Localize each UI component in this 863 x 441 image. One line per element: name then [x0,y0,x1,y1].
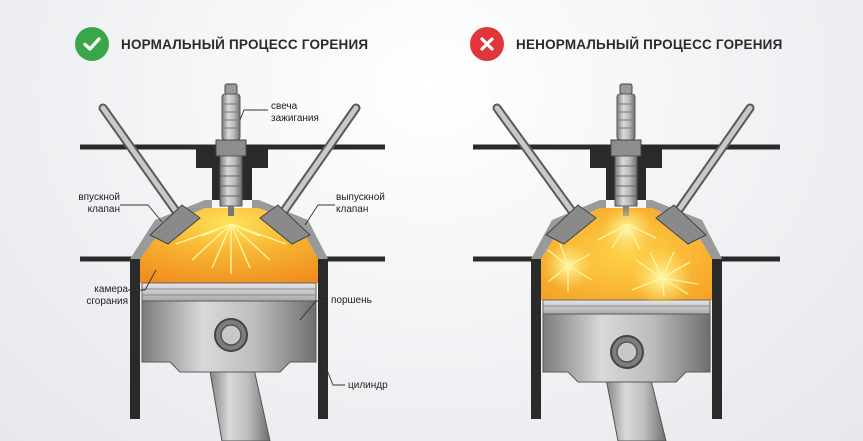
cylinder-label: цилиндр [348,380,388,391]
flame-arrows [175,223,287,274]
abnormal-engine [473,83,780,441]
normal-header: НОРМАЛЬНЫЙ ПРОЦЕСС ГОРЕНИЯ [75,26,368,62]
exhaust-valve-abnormal [655,103,755,245]
cylinder-wall-right [318,259,328,419]
intake-valve-abnormal [492,103,597,245]
combustion-chamber-label: камера сгорания [86,284,128,307]
spark-plug [215,83,247,216]
cylinder-wall-left [130,259,140,419]
normal-engine [80,83,385,441]
piston-abnormal [542,299,711,383]
exhaust-valve-label: выпускной клапан [336,192,385,215]
spark-plug-label: свеча зажигания [271,101,319,124]
flame-arrows-abnormal [547,223,699,297]
intake-valve [98,103,201,245]
check-icon [75,27,109,61]
piston-label: поршень [331,295,372,306]
spark-plug-abnormal [610,83,642,216]
abnormal-title: НЕНОРМАЛЬНЫЙ ПРОЦЕСС ГОРЕНИЯ [516,36,783,52]
piston [141,282,317,373]
normal-title: НОРМАЛЬНЫЙ ПРОЦЕСС ГОРЕНИЯ [121,36,369,52]
exhaust-valve [259,103,361,245]
intake-valve-label: впускной клапан [78,192,120,215]
abnormal-header: НЕНОРМАЛЬНЫЙ ПРОЦЕСС ГОРЕНИЯ [470,26,782,62]
cross-icon [470,27,504,61]
